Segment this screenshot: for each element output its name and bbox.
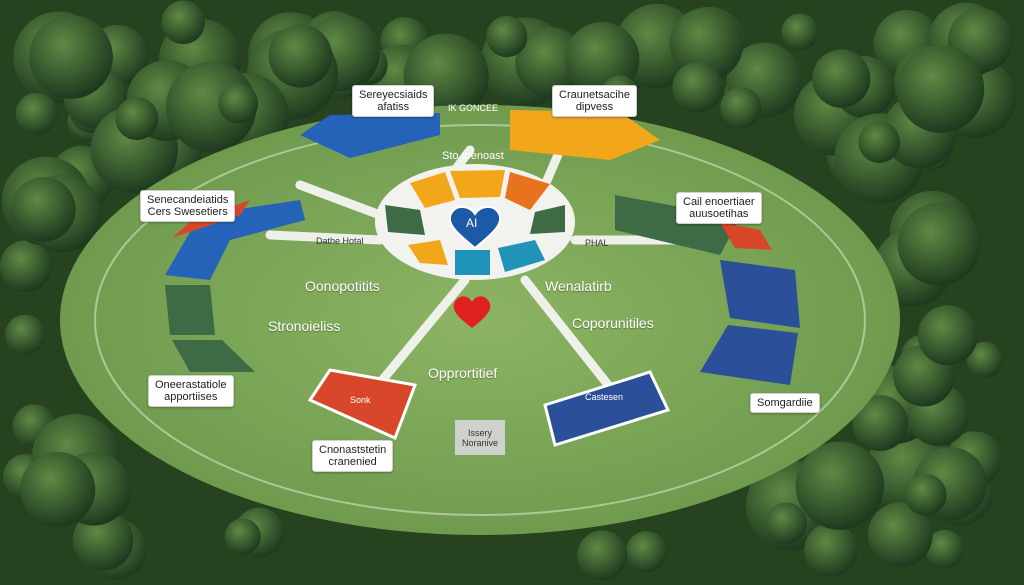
label-opportunities-left: Oonopotitits: [305, 278, 380, 294]
callout-text: auusoetihas: [689, 208, 749, 220]
tree: [672, 62, 723, 113]
label-opportunities-right: Coporunitiles: [572, 315, 654, 331]
label-weaknesses: Wenalatirb: [545, 278, 612, 294]
tree: [577, 530, 628, 581]
tree: [795, 441, 885, 530]
label-path-right: PHAL: [585, 238, 609, 248]
tree: [897, 202, 981, 286]
callout-text: Cers Swesetiers: [147, 206, 228, 218]
tree: [29, 15, 113, 99]
tree: [966, 341, 1003, 378]
label-top-sign: IK GONCEE: [448, 103, 499, 113]
callout-text: Cail enoertiaer: [683, 196, 755, 208]
tree: [720, 87, 762, 129]
wheel-segment-teal-right: [498, 240, 545, 272]
label-heart-ai: AI: [466, 216, 478, 230]
tree: [218, 83, 259, 124]
tree: [781, 13, 819, 51]
tree: [20, 451, 96, 527]
tree: [486, 15, 528, 58]
tree: [5, 314, 46, 355]
tree: [268, 24, 332, 88]
label-path-left: Dathe Hotal: [316, 236, 364, 246]
sign-line: Noranive: [461, 438, 499, 448]
callout-text: Senecandeiatids: [147, 194, 229, 206]
tree: [625, 531, 668, 573]
tree: [858, 121, 901, 163]
wheel-segment-orange-top: [410, 172, 455, 208]
panel-green-left-1: [165, 285, 215, 335]
tree: [224, 518, 261, 555]
tree: [11, 177, 76, 242]
wheel-segment-green-left: [385, 205, 425, 235]
tree: [896, 45, 985, 133]
callout-text: Sereyecsiaids: [359, 89, 428, 101]
tree: [852, 395, 909, 451]
paths: [265, 145, 695, 405]
heart-ai-icon: [448, 206, 502, 250]
sign-line: Issery: [467, 428, 492, 438]
central-wheel: [375, 164, 575, 280]
heart-red-icon: [453, 296, 491, 328]
panel-green-left-2: [172, 340, 255, 372]
tree: [867, 502, 933, 568]
tree: [917, 305, 978, 366]
panel-red-right: [720, 222, 772, 250]
tree: [72, 510, 134, 571]
label-strengths: Stronoieliss: [268, 318, 341, 334]
tree: [925, 529, 965, 569]
panel-green-right: [615, 195, 740, 255]
label-top-small: Sto toenoast: [442, 150, 504, 162]
callout-text: Oneerastatiole: [155, 379, 227, 391]
panel-red-bottom: [307, 368, 418, 441]
callout-text: cranenied: [328, 456, 377, 468]
panel-blue-top-left: [300, 113, 440, 158]
tree: [161, 0, 206, 45]
tree: [0, 240, 52, 293]
lawn-ring-line: [94, 124, 866, 516]
wheel-segment-orange-top2: [450, 170, 505, 198]
tree: [15, 92, 58, 135]
panel-blue-right-2: [700, 325, 798, 385]
wheel-segment-green-right: [530, 205, 565, 234]
callout-text: Craunetsacihe: [559, 89, 630, 101]
label-opportunities-center: Opprortitief: [428, 365, 498, 381]
callout-text: afatiss: [377, 101, 410, 113]
tree: [669, 7, 744, 81]
wheel-segment-teal-bottom: [455, 250, 490, 275]
callout-text: Cnonaststetin: [319, 444, 387, 456]
wheel-segment-orange-right: [505, 172, 550, 210]
callout-text: Somgardiie: [757, 397, 813, 409]
label-blue-panel: Castesen: [585, 392, 624, 402]
panel-blue-bottom: [543, 370, 671, 447]
sign-bottom: [455, 420, 505, 455]
tree: [904, 473, 947, 516]
callout-text: apportiises: [164, 391, 218, 403]
callout-text: dipvess: [575, 101, 614, 113]
panel-blue-right-1: [720, 260, 800, 328]
tree: [765, 502, 807, 545]
callout-bottom-right: Somgardiie: [750, 393, 820, 413]
label-red-panel: Sonk: [350, 395, 371, 405]
tree: [804, 523, 858, 577]
tree: [115, 97, 159, 141]
panel-orange-top-right: [510, 110, 660, 160]
wheel-segment-orange-bottom: [408, 240, 448, 265]
tree: [812, 49, 871, 108]
